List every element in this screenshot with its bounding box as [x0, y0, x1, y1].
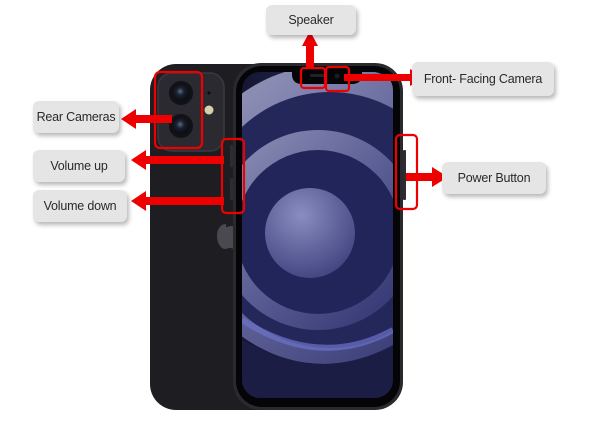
- phone-front: [230, 63, 406, 410]
- power-button-label: Power Button: [442, 162, 546, 194]
- volume-up-label: Volume up: [33, 150, 125, 182]
- front-camera-label: Front- Facing Camera: [412, 62, 554, 96]
- rear-cameras-label: Rear Cameras: [33, 101, 119, 133]
- volume-down-label: Volume down: [33, 190, 127, 222]
- speaker-label: Speaker: [266, 5, 356, 35]
